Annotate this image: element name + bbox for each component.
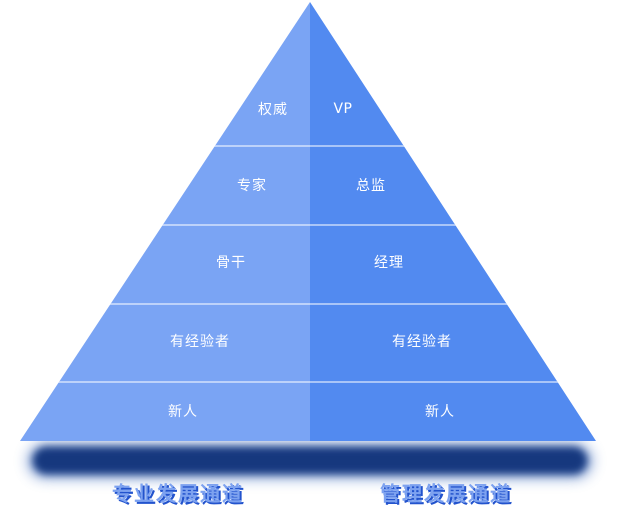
level-5-right-label: 新人 bbox=[425, 404, 455, 420]
level-4-left-label: 有经验者 bbox=[170, 334, 230, 350]
management-channel-label: 管理发展通道 bbox=[380, 481, 512, 506]
level-3-left-label: 骨干 bbox=[216, 255, 246, 271]
level-2-right-label: 总监 bbox=[356, 178, 386, 194]
level-divider bbox=[20, 145, 596, 147]
pyramid-base-shadow bbox=[33, 447, 587, 474]
level-5-left-label: 新人 bbox=[168, 404, 198, 420]
level-1-right-label: VP bbox=[333, 101, 353, 117]
level-4-right-label: 有经验者 bbox=[392, 334, 452, 350]
level-divider bbox=[20, 224, 596, 226]
pyramid-right-half bbox=[310, 2, 596, 441]
pyramid-left-half bbox=[20, 2, 310, 441]
level-divider bbox=[20, 381, 596, 383]
pyramid bbox=[20, 2, 596, 441]
level-3-right-label: 经理 bbox=[374, 255, 404, 271]
level-2-left-label: 专家 bbox=[237, 178, 267, 194]
level-1-left-label: 权威 bbox=[258, 102, 288, 118]
level-divider bbox=[20, 303, 596, 305]
professional-channel-label: 专业发展通道 bbox=[112, 481, 244, 506]
